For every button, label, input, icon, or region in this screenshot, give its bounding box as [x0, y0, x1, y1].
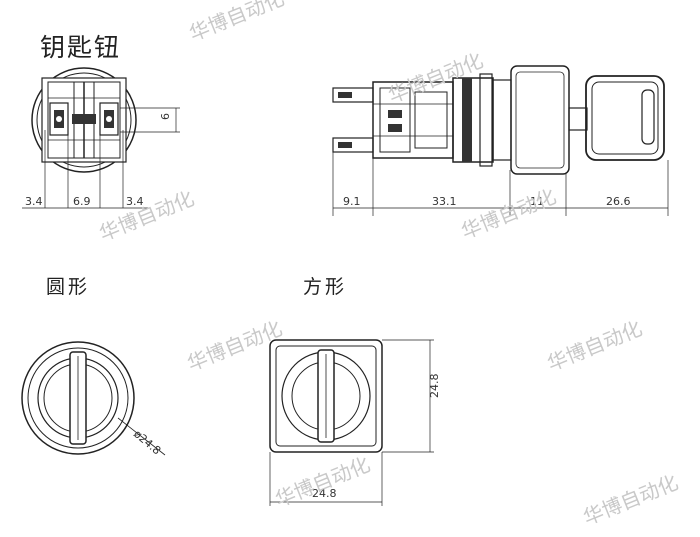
round-key-bezel: [21, 341, 166, 456]
square-type-title: 方形: [303, 276, 348, 298]
square-key-bezel: [269, 339, 434, 506]
dim-square-width: 24.8: [312, 487, 337, 500]
side-view: [332, 65, 669, 216]
dim-front-left: 3.4: [25, 195, 43, 208]
dim-side-c: 11: [530, 195, 544, 208]
dim-round-diameter: ø24.8: [131, 427, 163, 457]
dim-front-right: 3.4: [126, 195, 144, 208]
front-view: [22, 67, 180, 209]
dim-square-height: 24.8: [428, 374, 441, 399]
dim-front-mid: 6.9: [73, 195, 91, 208]
dim-side-d: 26.6: [606, 195, 631, 208]
key-switch-title: 钥匙钮: [40, 33, 122, 62]
round-type-title: 圆形: [46, 276, 91, 298]
dim-side-a: 9.1: [343, 195, 361, 208]
dim-side-b: 33.1: [432, 195, 457, 208]
dim-front-height: 6: [159, 113, 172, 120]
